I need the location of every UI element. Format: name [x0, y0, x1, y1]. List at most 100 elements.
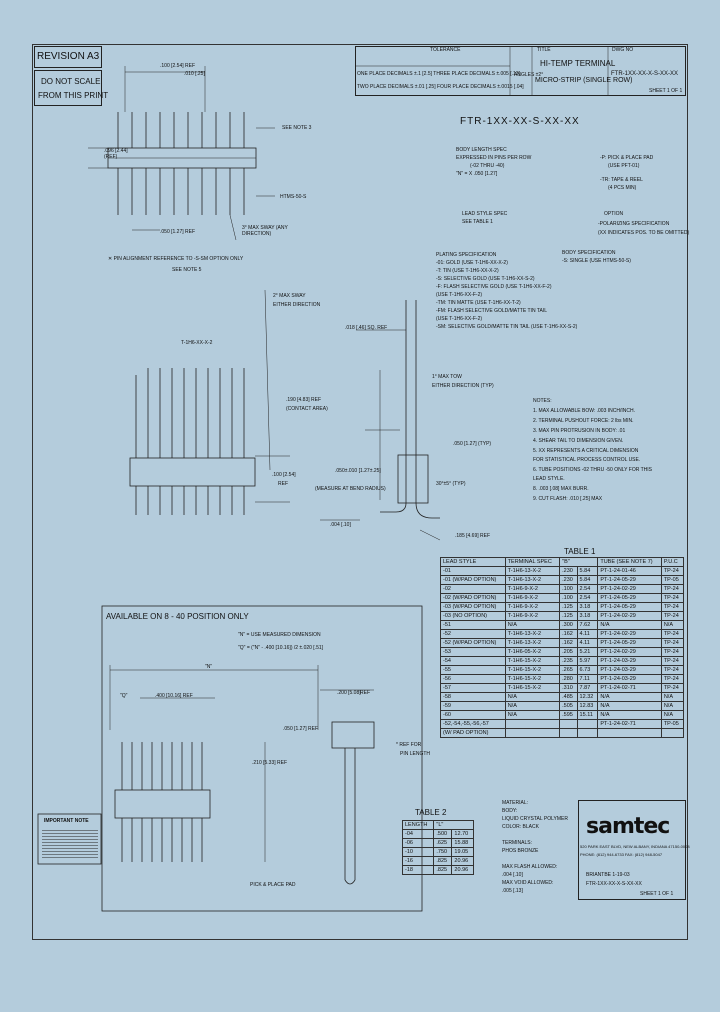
- table2-cell: 12.70: [451, 829, 474, 839]
- table1-cell: .100: [559, 584, 578, 594]
- table1-cell: 12.83: [576, 701, 599, 711]
- pinlength-ref-2: PIN LENGTH: [400, 751, 431, 757]
- pickplace-2: (USE PFT-01): [608, 163, 640, 169]
- formula-q: "Q" = ("N" - .400 [10.16]) /2 ±.020 [.51…: [238, 645, 324, 651]
- note-item: LEAD STYLE.: [533, 476, 565, 482]
- material-line: .005 [.13]: [502, 888, 523, 894]
- table1-cell: N/A: [597, 710, 662, 720]
- table1-cell: -59: [440, 701, 506, 711]
- plating-item: (USE T-1H6-XX-F-2): [436, 292, 483, 298]
- plating-title: PLATING SPECIFICATION: [436, 252, 497, 258]
- table1-cell: N/A: [597, 692, 662, 702]
- table1-cell: [576, 719, 599, 729]
- table1-header: "B": [559, 557, 599, 567]
- table1-cell: .505: [559, 701, 578, 711]
- table1-cell: TP-05: [660, 575, 685, 585]
- table1-cell: (W/ PAD OPTION): [440, 728, 506, 738]
- table1-cell: PT-1-24-05-29: [597, 638, 662, 648]
- table1-cell: TP-24: [660, 584, 685, 594]
- pickplace-4: (4 PCS MIN): [608, 185, 637, 191]
- table2-cell: 20.96: [451, 865, 474, 875]
- body-spec-1: BODY SPECIFICATION: [562, 250, 616, 256]
- tolerance-line1: ONE PLACE DECIMALS ±.1 [2.5] THREE PLACE…: [357, 71, 520, 77]
- table1-cell: 12.32: [576, 692, 599, 702]
- body-length-1: BODY LENGTH SPEC: [456, 147, 507, 153]
- table1-cell: PT-1-24-05-29: [597, 575, 662, 585]
- table1-cell: -60: [440, 710, 506, 720]
- table1-cell: T-1H6-9-X-2: [504, 584, 561, 594]
- table1-header: TERMINAL SPEC: [504, 557, 561, 567]
- note-item: 3. MAX PIN PROTRUSION IN BODY: .01: [533, 428, 626, 434]
- table1-cell: 15.11: [576, 710, 599, 720]
- table1-cell: -52 (W/PAD OPTION): [440, 638, 506, 648]
- dim-050-ref: .050 [1.27] REF: [160, 229, 196, 235]
- table1-cell: .100: [559, 593, 578, 603]
- dim-200: .200 [5.08]: [337, 690, 361, 696]
- tolerance-header: TOLERANCE: [430, 47, 461, 53]
- table1-title: TABLE 1: [564, 547, 596, 556]
- dim-see-note-3: SEE NOTE 3: [282, 125, 312, 131]
- option-3: (XX INDICATES POS. TO BE OMITTED): [598, 230, 690, 236]
- table1-cell: PT-1-24-03-29: [597, 665, 662, 675]
- table1-cell: 7.62: [576, 620, 599, 630]
- table1-cell: TP-24: [660, 566, 685, 576]
- dim-190-ref: .190 [4.83] REF: [286, 397, 322, 403]
- company-dwg: FTR-1XX-XX-X-S-XX-XX: [586, 881, 642, 887]
- table1-cell: 5.84: [576, 566, 599, 576]
- dim-1-tow: 1° MAX TOW: [432, 374, 462, 380]
- note-item: 2. TERMINAL PUSHOUT FORCE: 2 lbs MIN.: [533, 418, 634, 424]
- table2-cell: -06: [401, 838, 435, 848]
- table2-cell: -16: [401, 856, 435, 866]
- table1-cell: -58: [440, 692, 506, 702]
- dim-contact-area: (CONTACT AREA): [286, 406, 328, 412]
- table1-cell: [504, 728, 561, 738]
- scale-note-box: [34, 70, 102, 106]
- table1-header: LEAD STYLE: [440, 557, 506, 567]
- lead-style-1: LEAD STYLE SPEC: [462, 211, 508, 217]
- table1: LEAD STYLE TERMINAL SPEC "B" TUBE (SEE N…: [440, 557, 685, 738]
- samtec-logo: samtec: [586, 814, 670, 839]
- table1-cell: 6.73: [576, 665, 599, 675]
- formula-n: "N" = USE MEASURED DIMENSION: [238, 632, 321, 638]
- notes-title: NOTES:: [533, 398, 552, 404]
- table1-cell: 3.18: [576, 602, 599, 612]
- dim-010: .010 [.25]: [184, 71, 205, 77]
- table1-cell: -54: [440, 656, 506, 666]
- company-address2: PHONE: (812) 944-6733 FAX: (812) 948-504…: [580, 852, 663, 857]
- table1-cell: TP-24: [660, 647, 685, 657]
- table1-cell: TP-24: [660, 611, 685, 621]
- table1-cell: 7.11: [576, 674, 599, 684]
- option-2: -POLARIZING SPECIFICATION: [598, 221, 670, 227]
- title-line1: HI-TEMP TERMINAL: [540, 59, 616, 68]
- plating-item: -FM: FLASH SELECTIVE GOLD/MATTE TIN TAIL: [436, 308, 548, 314]
- table1-cell: TP-24: [660, 593, 685, 603]
- table1-cell: .230: [559, 575, 578, 585]
- body-spec-2: -S: SINGLE (USE HTMS-50-S): [562, 258, 631, 264]
- table1-cell: [597, 728, 662, 738]
- material-line: MAX VOID ALLOWED:: [502, 880, 554, 886]
- dim-210-ref: .210 [5.33] REF: [252, 760, 288, 766]
- table1-cell: [576, 728, 599, 738]
- table1-cell: PT-1-24-03-29: [597, 674, 662, 684]
- pickplace-1: -P: PICK & PLACE PAD: [600, 155, 654, 161]
- table1-cell: 7.87: [576, 683, 599, 693]
- table1-cell: T-1H6-05-X-2: [504, 647, 561, 657]
- table1-cell: TP-24: [660, 674, 685, 684]
- table1-cell: [559, 719, 578, 729]
- dim-either-dir: EITHER DIRECTION: [273, 302, 321, 308]
- dim-050-avail: .050 [1.27] REF: [283, 726, 319, 732]
- table1-cell: PT-1-24-02-71: [597, 683, 662, 693]
- table1-cell: 4.11: [576, 638, 599, 648]
- table2-cell: 15.88: [451, 838, 474, 848]
- plating-item: (USE T-1H6-XX-F-2): [436, 316, 483, 322]
- table1-cell: .125: [559, 602, 578, 612]
